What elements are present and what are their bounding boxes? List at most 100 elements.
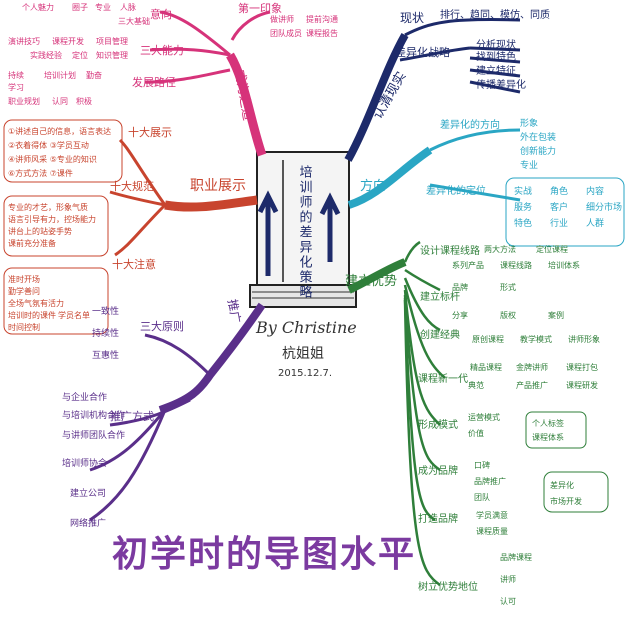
leaf: 教学模式 (520, 334, 552, 344)
leaf: 认可 (500, 596, 516, 606)
leaf: 讲台上的站姿手势 (8, 226, 72, 236)
leaf: 学习 (8, 82, 24, 92)
leaf: 个人标签 (532, 418, 564, 428)
green-item: 设计课程线路 (420, 244, 480, 257)
pink-item: 意向 (150, 7, 172, 21)
leaf: 讲师 (500, 574, 516, 584)
branch-label-purple: 推广 (225, 298, 243, 324)
author-date: 2015.12.7. (278, 368, 332, 379)
leaf: 培训时的课件 (8, 310, 56, 320)
leaf: 持续性 (92, 327, 119, 339)
leaf: 专业 (95, 2, 111, 12)
leaf: 知识管理 (96, 50, 128, 60)
leaf: 与讲师团队合作 (62, 429, 125, 441)
leaf: 外在包装 (520, 131, 556, 143)
leaf: 圈子 (72, 3, 88, 12)
branch-stem-green (347, 258, 407, 294)
author-signature: By Christine (255, 318, 357, 337)
center-title: 培训师的差异化策略 (297, 164, 313, 300)
leaf: 学员满意 (476, 510, 508, 520)
leaf: 讲师形象 (568, 334, 600, 344)
leaf: 实战 (514, 185, 532, 197)
branch-label-green: 建立优势 (345, 273, 397, 289)
leaf: 培训体系 (548, 260, 580, 270)
pink-item: 第一印象 (238, 1, 282, 15)
leaf: 特色 (514, 217, 532, 229)
teal-item: 差异化的定位 (426, 184, 486, 197)
leaf: 课前充分准备 (8, 238, 56, 248)
arrow-up-icon (319, 192, 341, 262)
leaf: 口碑 (474, 460, 490, 470)
red-item: 十大展示 (128, 125, 172, 139)
author-name: 杭姐姐 (282, 346, 324, 362)
arrow-up-icon (257, 190, 279, 276)
leaf: 传播差异化 (476, 78, 526, 91)
leaf: 建立特征 (476, 64, 516, 77)
red-item: 十大规范 (110, 179, 154, 193)
leaf: 课程研发 (566, 380, 598, 390)
leaf: 找到特色 (476, 50, 516, 63)
leaf: 学员名单 (58, 310, 90, 320)
leaf: 专业的才艺，形象气质 (8, 202, 88, 212)
leaf: 金牌讲师 (516, 362, 548, 372)
leaf: 形象 (520, 117, 538, 129)
leaf: 职业规划 (8, 96, 40, 106)
branch-label-teal: 方向 (360, 178, 386, 194)
leaf: 建立公司 (70, 487, 106, 499)
leaf: 课程线路 (500, 260, 532, 270)
leaf: ②衣着得体 ③学员互动 (8, 140, 89, 150)
leaf: 内容 (586, 185, 604, 197)
branch-stem-red (164, 195, 258, 212)
leaf: 课程报告 (306, 28, 338, 38)
pink-item: 发展路径 (132, 75, 176, 89)
green-leaves: 两大方法 定位课程 系列产品 课程线路 培训体系 品牌 形式 分享 版权 案例 … (452, 244, 609, 606)
teal-leaves: 形象 外在包装 创新能力 专业 实战 角色 内容 服务 客户 细分市场 特色 行… (505, 117, 625, 247)
teal-item: 差异化的方向 (440, 118, 500, 131)
green-subbranches (403, 240, 446, 586)
leaf: ④讲师风采 ⑤专业的知识 (8, 154, 97, 164)
leaf: 运营模式 (468, 412, 500, 422)
leaf: 课程打包 (566, 362, 598, 372)
leaf: 排行、趋同、模仿、同质 (440, 8, 550, 21)
leaf: 持续 (8, 70, 24, 80)
leaf: 个人魅力 (22, 2, 54, 12)
leaf: 课程质量 (476, 526, 508, 536)
leaf: 语言引导有力，控场能力 (8, 214, 96, 224)
green-item: 树立优势地位 (418, 580, 478, 593)
leaf: 定位 (72, 50, 88, 60)
leaf: 与培训机构合作 (62, 409, 125, 421)
leaf: 典范 (468, 380, 484, 390)
leaf: ①讲述自己的信息，语言表达 (8, 126, 111, 136)
leaf: 演讲技巧 (8, 36, 40, 46)
leaf: 价值 (468, 428, 484, 438)
leaf: 服务 (514, 201, 532, 213)
branch-label-pink: 成为之道 (231, 68, 255, 122)
branch-stem-pink (226, 52, 267, 157)
leaf: 差异化 (550, 480, 574, 490)
leaf: 版权 (500, 310, 516, 320)
leaf: 三大基础 (118, 16, 150, 26)
branch-stem-navy (344, 33, 409, 162)
leaf: 网络推广 (70, 517, 106, 529)
navy-item: 现状 (400, 11, 424, 25)
leaf: 互惠性 (92, 349, 119, 361)
green-item: 课程新一代 (418, 372, 468, 385)
leaf: 两大方法 (484, 244, 516, 254)
leaf: 实践经验 (30, 50, 62, 60)
leaf: 创新能力 (520, 145, 556, 157)
leaf: 团队成员 (270, 28, 302, 38)
navy-item: 差异化战略 (395, 45, 450, 59)
green-items: 设计课程线路 建立标杆 创建经典 课程新一代 形成模式 成为品牌 打造品牌 树立… (418, 244, 480, 593)
leaf: 品牌课程 (500, 552, 532, 562)
leaf: 形式 (500, 282, 516, 292)
leaf: 市场开发 (550, 496, 582, 506)
green-item: 形成模式 (418, 418, 458, 431)
pink-item: 三大能力 (140, 43, 184, 57)
leaf: 一致性 (92, 305, 119, 317)
leaf: 案例 (548, 310, 564, 320)
leaf: 原创课程 (472, 334, 504, 344)
leaf: 时间控制 (8, 322, 40, 332)
navy-leaves: 排行、趋同、模仿、同质 分析现状 找到特色 建立特征 传播差异化 (440, 8, 550, 91)
leaf: 课程体系 (532, 432, 564, 442)
pink-subbranches (144, 10, 271, 84)
